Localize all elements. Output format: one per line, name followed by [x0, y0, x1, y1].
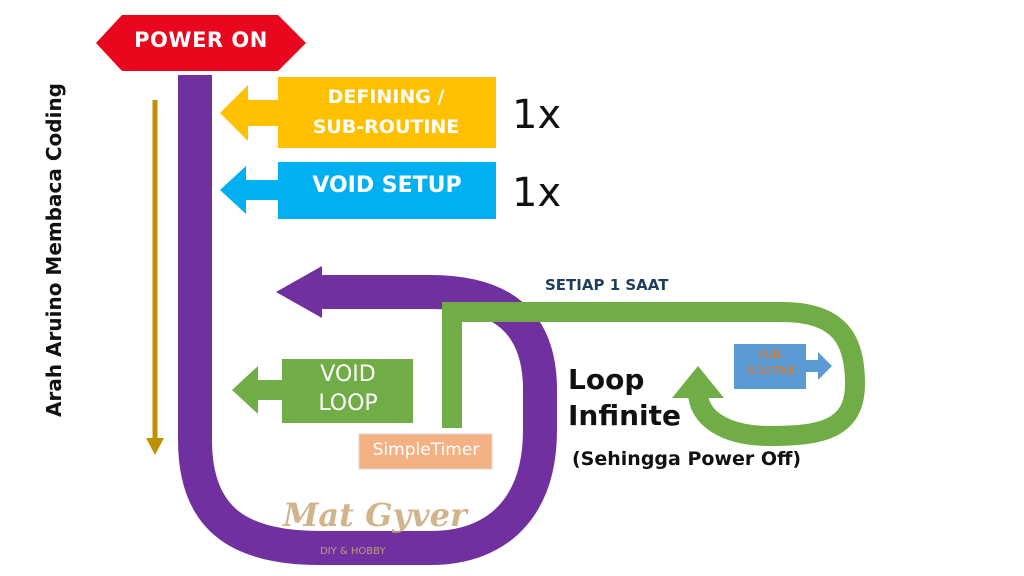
sub-routine-line-2: ROUTINE [746, 364, 796, 377]
loop-left-arrow-icon [232, 366, 286, 414]
power-off-note: (Sehingga Power Off) [572, 448, 802, 470]
defining-box [278, 77, 496, 148]
sub-routine-box [734, 344, 806, 389]
defining-count: 1x [512, 92, 562, 138]
setup-label: VOID SETUP [312, 173, 462, 198]
loop-box [282, 359, 413, 423]
timer-label: SimpleTimer [372, 440, 480, 460]
power-on-banner [96, 15, 306, 71]
loop-label: VOID LOOP [283, 360, 413, 418]
sub-routine-label: SUB- ROUTINE [736, 347, 806, 379]
watermark-tagline: DIY & HOBBY [320, 546, 386, 557]
sub-routine-line-1: SUB- [757, 348, 785, 361]
setup-box [278, 162, 496, 219]
infinite-line-2: Infinite [568, 399, 682, 432]
defining-line-1: DEFINING / [327, 86, 445, 108]
down-arrow-icon [146, 438, 164, 455]
defining-line-2: SUB-ROUTINE [312, 116, 460, 138]
timer-loop-arrowhead [672, 366, 724, 398]
timer-box [358, 433, 493, 470]
setup-left-arrow-icon [220, 166, 282, 214]
power-on-label: POWER ON [134, 28, 268, 52]
watermark-logo: Mat Gyver [283, 496, 467, 534]
infinite-label: Loop Infinite [568, 362, 681, 434]
loop-line-1: VOID [320, 362, 376, 387]
setup-count: 1x [512, 170, 562, 216]
loop-line-2: LOOP [318, 391, 378, 416]
defining-left-arrow-icon [220, 85, 282, 141]
defining-label: DEFINING / SUB-ROUTINE [300, 82, 472, 142]
sub-routine-right-arrow-icon [804, 352, 832, 380]
timer-loop-path [442, 302, 866, 447]
infinite-line-1: Loop [568, 363, 645, 396]
interval-label: SETIAP 1 SAAT [545, 276, 669, 294]
loop-return-arrowhead [276, 266, 322, 318]
direction-label-text: Arah Aruino Membaca Coding [42, 83, 66, 417]
